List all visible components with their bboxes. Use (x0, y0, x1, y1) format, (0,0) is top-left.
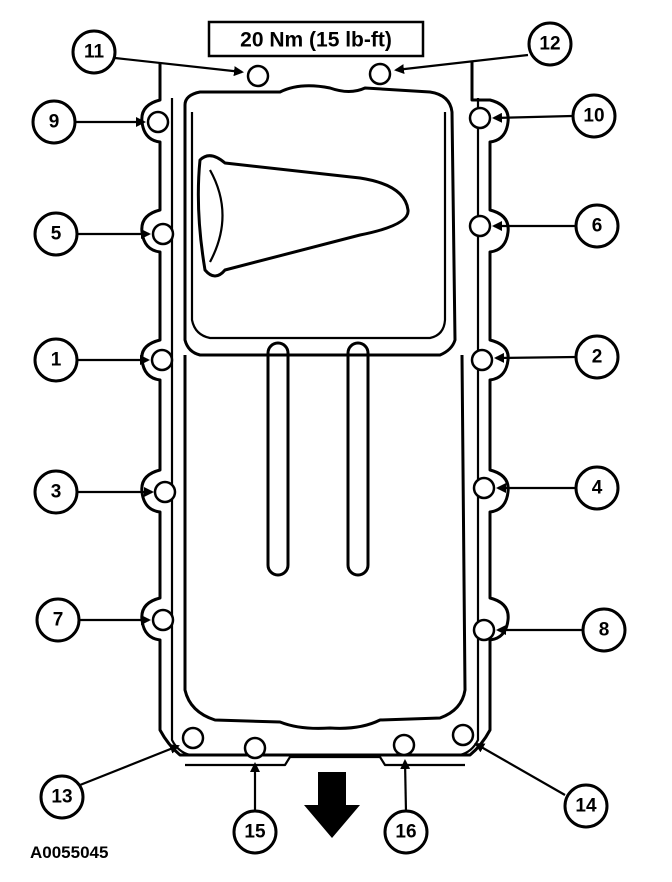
bolt-9 (146, 110, 170, 134)
bolt-3 (153, 480, 177, 504)
callout-9: 9 (31, 99, 77, 145)
callout-2: 2 (574, 334, 620, 380)
torque-spec-box: 20 Nm (15 lb-ft) (207, 20, 425, 58)
callout-7: 7 (35, 597, 81, 643)
svg-text:9: 9 (49, 112, 60, 133)
callout-10: 10 (571, 93, 617, 139)
leaders (76, 53, 582, 813)
pan-sump (183, 84, 467, 730)
svg-text:4: 4 (592, 478, 603, 499)
down-arrow-icon (304, 772, 360, 838)
svg-text:16: 16 (395, 822, 416, 843)
bolt-10 (468, 106, 492, 130)
svg-text:6: 6 (592, 216, 603, 237)
bolt-6 (468, 214, 492, 238)
svg-text:8: 8 (599, 620, 610, 641)
callouts: 1 2 3 4 5 6 7 8 9 10 11 12 13 14 15 16 (31, 21, 627, 855)
svg-text:3: 3 (51, 482, 62, 503)
svg-text:1: 1 (51, 350, 62, 371)
callout-5: 5 (33, 211, 79, 257)
figure-id: A0055045 (30, 843, 108, 862)
torque-spec-label: 20 Nm (15 lb-ft) (240, 29, 392, 52)
pan-flange (140, 62, 510, 767)
callout-15: 15 (232, 809, 278, 855)
svg-text:11: 11 (84, 42, 105, 63)
callout-16: 16 (383, 809, 429, 855)
callout-3: 3 (33, 469, 79, 515)
bolt-12 (368, 62, 392, 86)
svg-text:7: 7 (53, 610, 64, 631)
svg-text:10: 10 (583, 106, 604, 127)
bolt-15 (243, 736, 267, 760)
bolt-2 (470, 348, 494, 372)
svg-text:13: 13 (51, 787, 72, 808)
bolt-7 (151, 608, 175, 632)
svg-text:2: 2 (592, 347, 603, 368)
callout-6: 6 (574, 203, 620, 249)
callout-8: 8 (581, 607, 627, 653)
svg-text:12: 12 (539, 34, 560, 55)
callout-13: 13 (39, 774, 85, 820)
bolt-4 (472, 476, 496, 500)
bolt-14 (451, 723, 475, 747)
callout-1: 1 (33, 337, 79, 383)
svg-text:5: 5 (51, 224, 62, 245)
bolt-8 (472, 618, 496, 642)
svg-text:15: 15 (244, 822, 266, 843)
callout-4: 4 (574, 465, 620, 511)
bolts (146, 62, 496, 760)
bolt-16 (392, 733, 416, 757)
callout-14: 14 (563, 783, 609, 829)
svg-text:14: 14 (575, 796, 597, 817)
callout-11: 11 (71, 29, 117, 75)
bolt-1 (150, 348, 174, 372)
bolt-13 (181, 726, 205, 750)
callout-12: 12 (527, 21, 573, 67)
bolt-11 (246, 64, 270, 88)
bolt-5 (151, 222, 175, 246)
